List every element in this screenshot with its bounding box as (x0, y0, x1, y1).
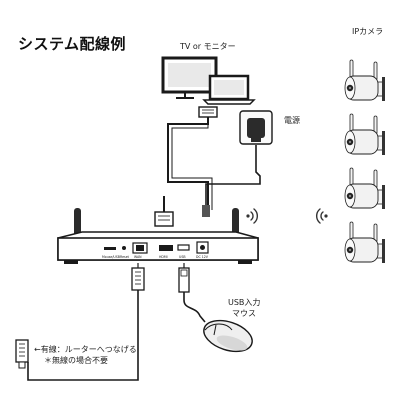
port-label-hdmi: HDMI (159, 255, 168, 259)
usb-input-label: USB入力 (228, 298, 261, 307)
wired-note-label: ←有線：ルーターへつなげる (34, 345, 137, 354)
ip-camera-icon (344, 113, 386, 156)
mouse-icon (203, 319, 253, 353)
mouse-label: マウス (232, 309, 256, 318)
tv-monitor-label: TV or モニター (180, 42, 236, 51)
wifi-signal-icon (316, 208, 328, 224)
tv-monitor-icon (161, 56, 218, 99)
port-label-reset: Reset (120, 255, 130, 259)
ip-camera-icon (344, 167, 386, 210)
wifi-signal-icon (246, 208, 258, 224)
page-title: システム配線例 (18, 35, 127, 53)
hdmi-cable (154, 106, 218, 227)
nvr-recorder-icon (57, 208, 259, 264)
ip-camera-icon (344, 221, 386, 264)
power-label: 電源 (284, 116, 300, 125)
wireless-note-label: ＊無線の場合不要 (44, 356, 108, 365)
port-label-mouse-usb: Mouse/USB (102, 255, 120, 259)
port-label-wan: WAN (134, 255, 142, 259)
ip-camera-icon (344, 59, 386, 102)
port-label-dc12v: DC 12V (196, 255, 209, 259)
power-cable (202, 145, 261, 217)
nvr-port-labels: Mouse/USB Reset WAN HDMI USB DC 12V (102, 255, 209, 259)
ip-camera-label: IPカメラ (352, 27, 384, 36)
usb-cable (178, 263, 206, 323)
lan-cable (15, 263, 145, 381)
port-label-usb: USB (179, 255, 186, 259)
laptop-icon (202, 74, 256, 105)
power-outlet-icon (239, 110, 273, 145)
